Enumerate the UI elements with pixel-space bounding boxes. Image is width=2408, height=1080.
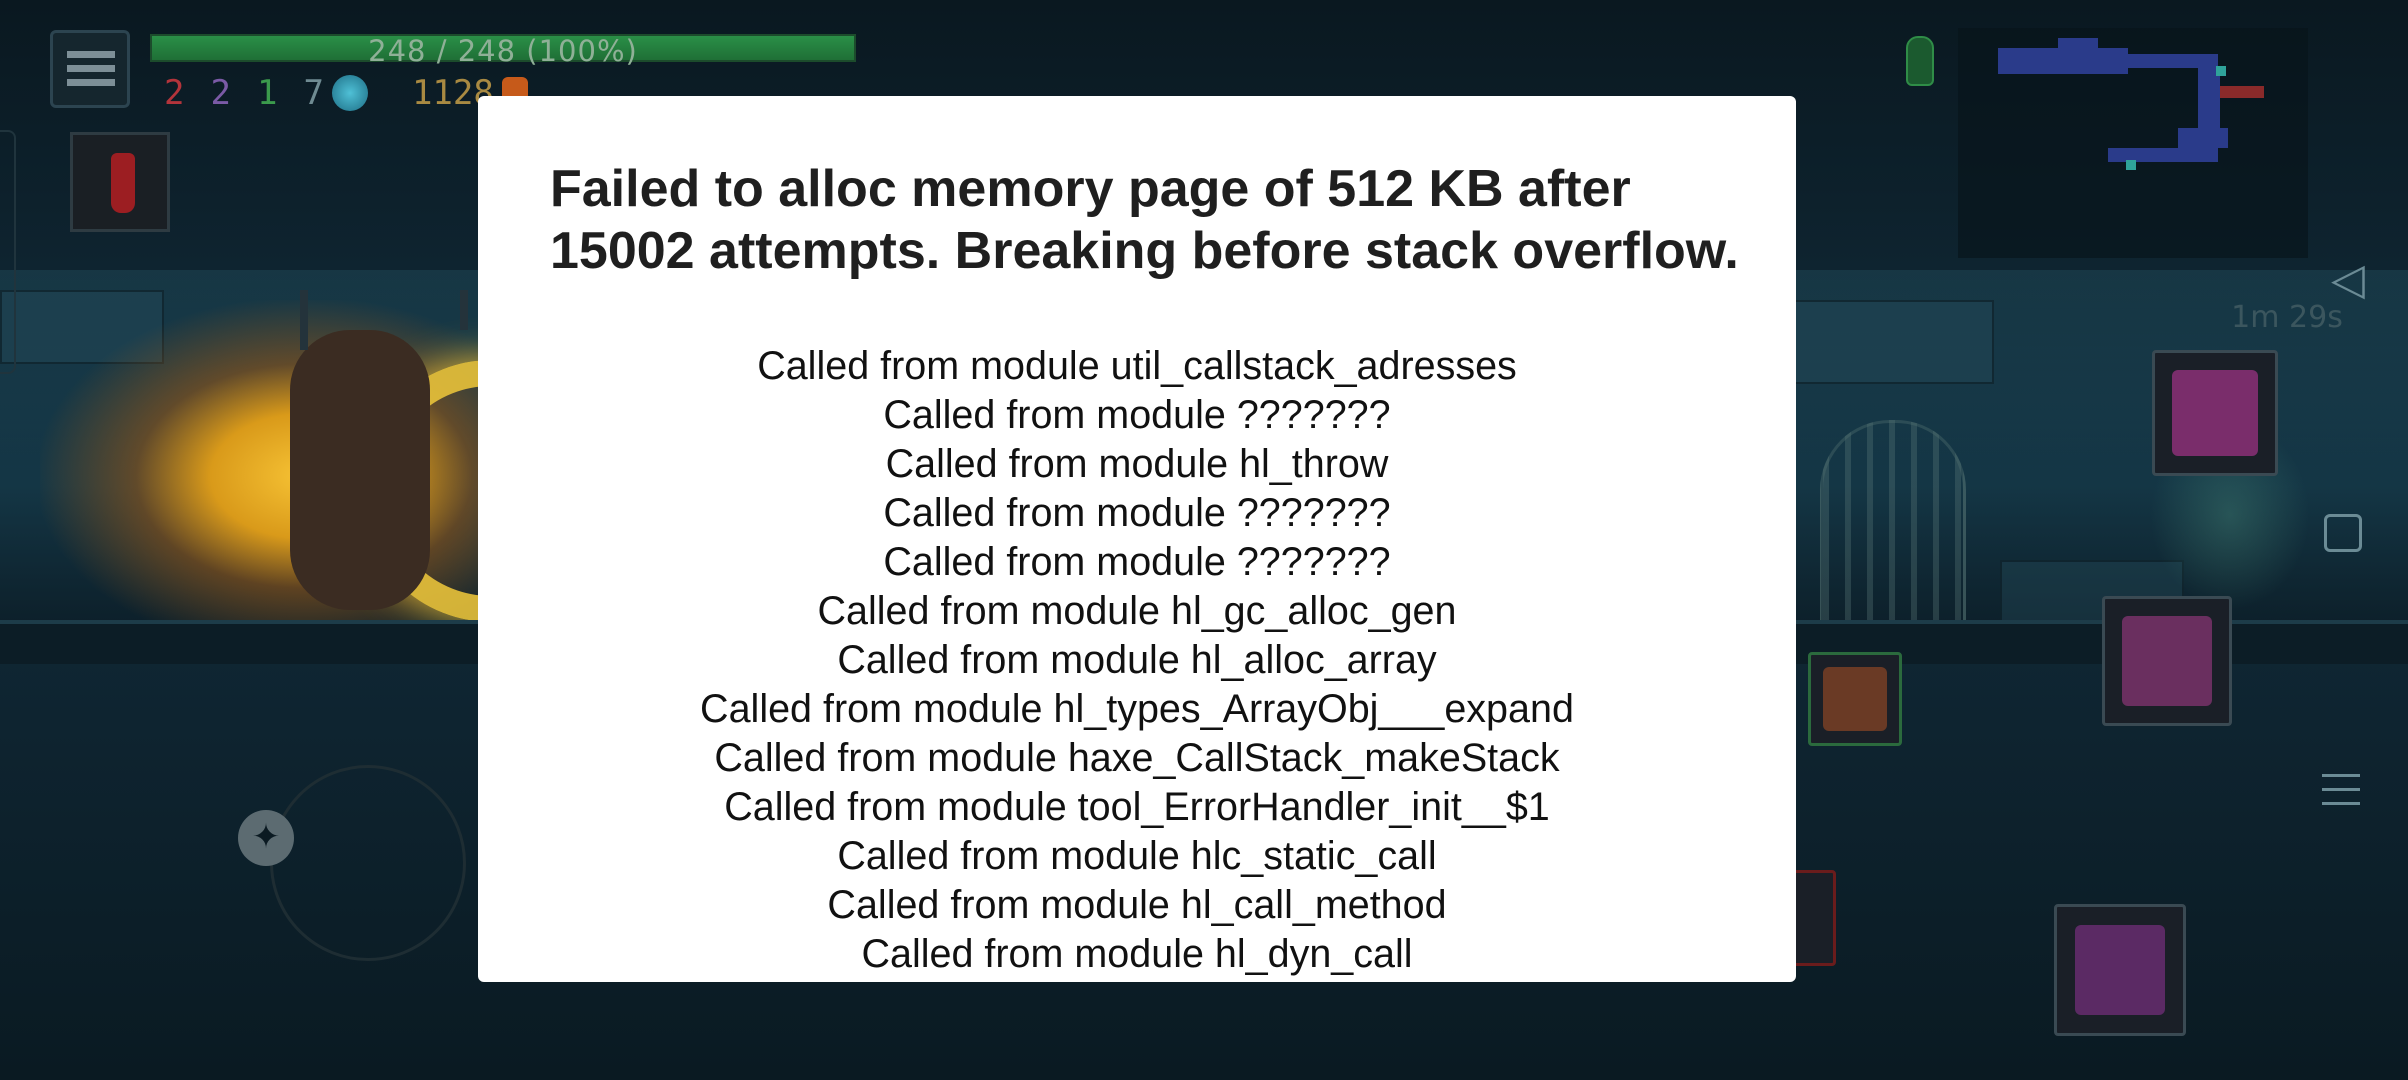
call-stack-line: Called from module ???????: [883, 491, 1391, 535]
call-stack-line: Called from module hl_throw: [885, 442, 1389, 486]
chain: [300, 290, 308, 350]
recent-apps-icon[interactable]: [2318, 768, 2366, 812]
skill-icon: [2171, 369, 2259, 457]
skill-icon: [1823, 667, 1887, 731]
brutality-stat: 2: [164, 73, 185, 113]
cells-count: 7: [303, 73, 324, 113]
cell-currency-icon: [331, 75, 368, 111]
map-room: [2198, 68, 2220, 128]
map-marker: [2216, 66, 2226, 76]
skill-slot-left[interactable]: [1808, 652, 1902, 746]
move-joystick[interactable]: [270, 765, 466, 961]
weapon-icon: [2122, 616, 2212, 706]
wall-brick: [1790, 300, 1994, 384]
boss-cell-icon: [1906, 36, 1934, 86]
call-stack-line: Called from module tool_ErrorHandler_ini…: [724, 785, 1550, 829]
call-stack-line: Called from module hl_dyn_call: [861, 932, 1413, 976]
recent-apps-line: [2322, 788, 2360, 791]
survival-stat: 1: [256, 73, 278, 113]
call-stack-line: Called from module hl_call_method: [827, 883, 1447, 927]
call-stack-line: Called from module ???????: [883, 393, 1391, 437]
map-room: [1998, 48, 2128, 74]
back-triangle-icon[interactable]: ◁: [2331, 254, 2365, 305]
iron-gate: [1820, 420, 1966, 636]
health-flask-button[interactable]: [70, 132, 170, 232]
minimap[interactable]: [1958, 28, 2308, 258]
call-stack-line: Called from module ???????: [883, 540, 1391, 584]
menu-button[interactable]: [50, 30, 130, 108]
weapon-slot-secondary[interactable]: [2054, 904, 2186, 1036]
home-square-icon[interactable]: [2324, 514, 2362, 552]
map-marker: [2126, 160, 2136, 170]
stats-row: 2 2 1 7 1128: [164, 72, 528, 114]
tactics-stat: 2: [210, 73, 231, 113]
move-joystick-icon[interactable]: ✦: [238, 810, 294, 866]
map-room: [2108, 148, 2218, 162]
health-bar-fill: [152, 36, 854, 60]
hamburger-menu-icon-bar: [67, 65, 115, 72]
call-stack-line: Called from module util_callstack_adress…: [757, 344, 1517, 388]
map-room: [2220, 86, 2264, 98]
hamburger-menu-icon: [67, 51, 115, 58]
recent-apps-line: [2322, 802, 2360, 805]
health-text: 248 / 248 (100%): [368, 34, 638, 68]
map-room: [2178, 128, 2228, 148]
error-dialog[interactable]: Failed to alloc memory page of 512 KB af…: [478, 96, 1796, 982]
edge-handle[interactable]: [0, 130, 16, 374]
map-room: [2128, 54, 2218, 68]
run-timer: 1m 29s: [2231, 300, 2343, 335]
call-stack-line: Called from module hl_types_ArrayObj___e…: [700, 687, 1574, 731]
health-flask-icon: [111, 153, 135, 213]
call-stack-line: Called from module hlc_static_call: [837, 834, 1437, 878]
skill-slot-top[interactable]: [2152, 350, 2278, 476]
weapon-icon: [2074, 924, 2166, 1016]
weapon-slot-primary[interactable]: [2102, 596, 2232, 726]
map-room: [2058, 38, 2098, 52]
health-bar: 248 / 248 (100%): [150, 34, 856, 68]
chain-pillar: [290, 330, 430, 610]
skill-slot-edge[interactable]: [1792, 870, 1836, 966]
chain: [460, 290, 468, 330]
recent-apps-line: [2322, 774, 2360, 777]
call-stack-list: Called from module util_callstack_adress…: [478, 342, 1796, 979]
call-stack-line: Called from module haxe_CallStack_makeSt…: [714, 736, 1560, 780]
call-stack-line: Called from module hl_alloc_array: [837, 638, 1437, 682]
hamburger-menu-icon-bar: [67, 79, 115, 86]
call-stack-line: Called from module hl_gc_alloc_gen: [817, 589, 1457, 633]
error-title: Failed to alloc memory page of 512 KB af…: [550, 160, 1739, 280]
